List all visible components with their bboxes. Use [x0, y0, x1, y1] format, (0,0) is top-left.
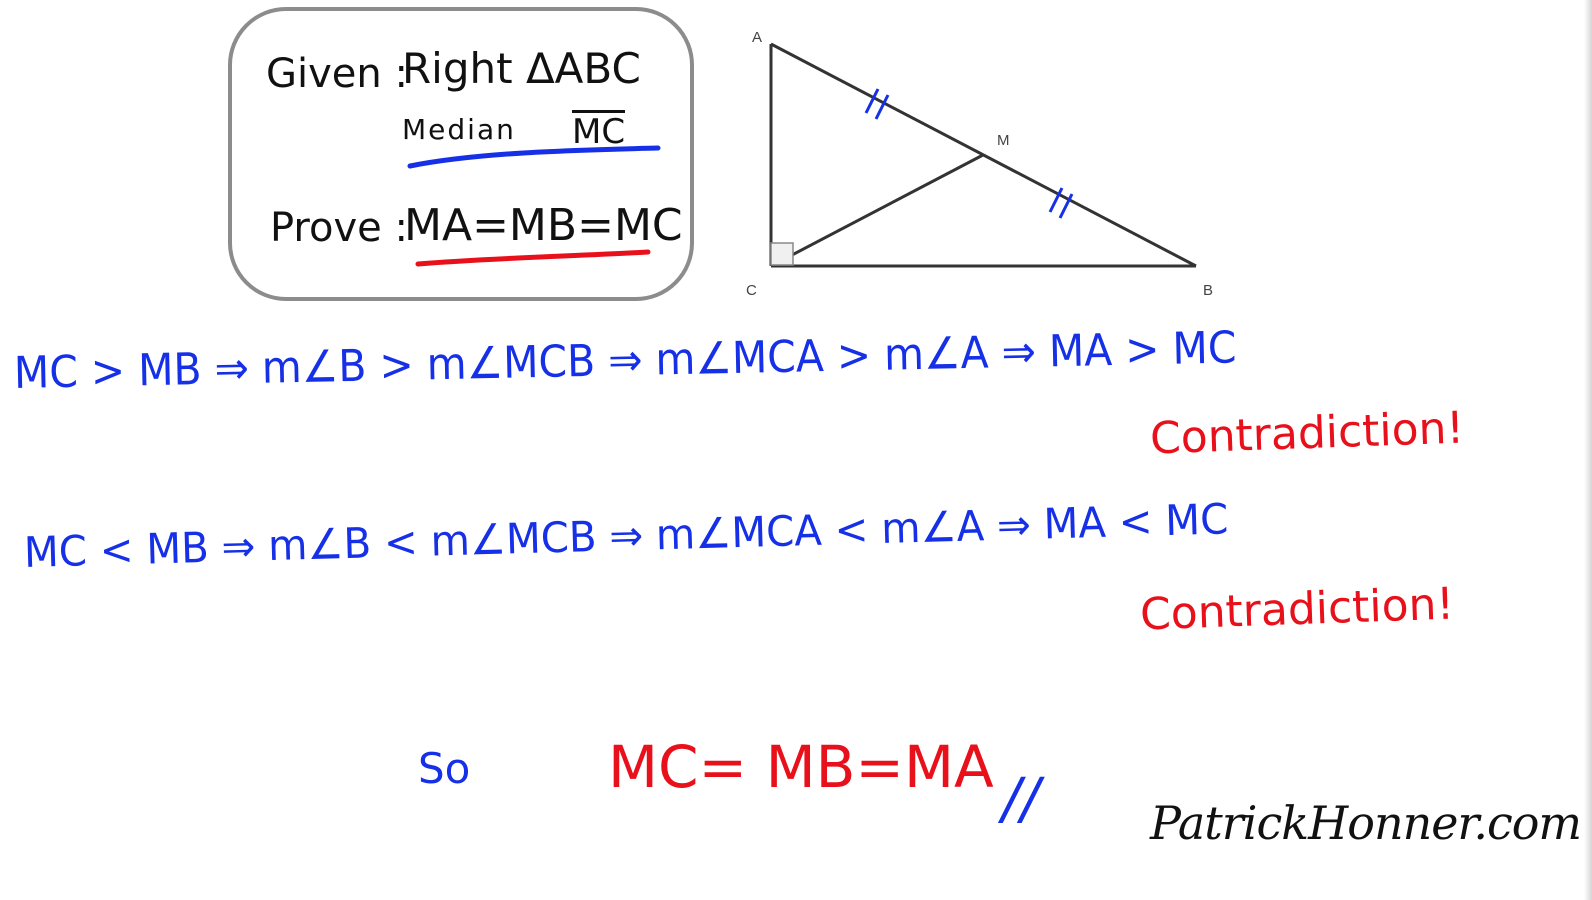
window-edge-shadow — [1584, 0, 1592, 900]
triangle-diagram: A M C B — [746, 29, 1213, 299]
vertex-label-a: A — [752, 29, 762, 46]
given-triangle-statement: Right ΔABC — [402, 44, 641, 93]
right-angle-marker — [770, 242, 794, 266]
prove-underline — [415, 249, 651, 267]
vertex-label-b: B — [1203, 282, 1213, 299]
median-underline — [407, 145, 661, 169]
given-prove-box — [228, 7, 694, 301]
median-label: Median — [402, 113, 516, 146]
tick-am-1 — [864, 88, 880, 114]
side-ab — [770, 42, 1197, 268]
conclusion-statement: MC= MB=MA — [608, 733, 994, 801]
so-word: So — [418, 744, 471, 793]
proof-case-2: MC < MB ⇒ m∠B < m∠MCB ⇒ m∠MCA < m∠A ⇒ MA… — [23, 494, 1279, 577]
vertex-label-m: M — [997, 132, 1010, 149]
signature: PatrickHonner.com — [1150, 796, 1582, 850]
median-segment-name: MC — [572, 110, 626, 152]
vertex-label-c: C — [746, 282, 757, 299]
proof-case-2-text: MC < MB ⇒ m∠B < m∠MCB ⇒ m∠MCA < m∠A ⇒ MA… — [23, 494, 1229, 577]
proof-case-1-text: MC > MB ⇒ m∠B > m∠MCB ⇒ m∠MCA > m∠A ⇒ MA… — [13, 322, 1237, 399]
case-1-contradiction: Contradiction! — [1149, 402, 1465, 465]
tick-mb-2 — [1058, 193, 1074, 219]
tick-am-2 — [874, 94, 890, 120]
case-2-contradiction: Contradiction! — [1139, 578, 1455, 641]
prove-statement: MA=MB=MC — [404, 200, 683, 251]
given-label: Given : — [266, 51, 408, 97]
prove-label: Prove : — [270, 205, 408, 251]
tick-mb-1 — [1048, 187, 1064, 213]
proof-case-1: MC > MB ⇒ m∠B > m∠MCB ⇒ m∠MCA > m∠A ⇒ MA… — [13, 322, 1329, 399]
qed-mark: // — [1002, 767, 1040, 832]
median-mc — [770, 153, 984, 268]
